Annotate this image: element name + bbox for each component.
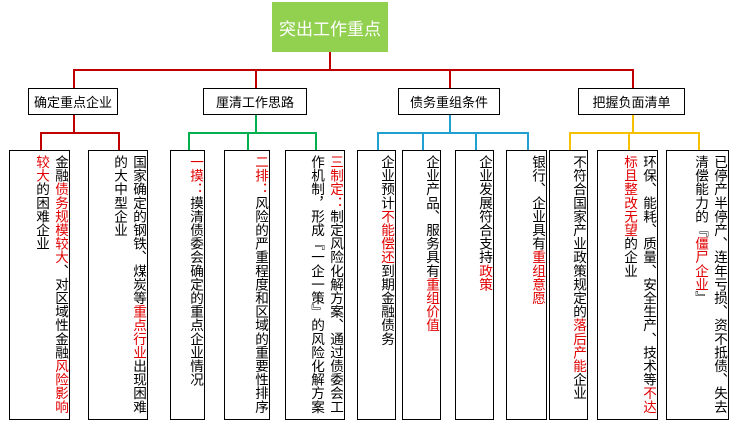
root-connector-bar	[73, 69, 634, 71]
group-connector	[255, 115, 257, 133]
leaf-text: 已停产半停产、连年亏损、资不抵债、失去清偿能力的『僵尸企业』	[667, 155, 728, 419]
leaf-text: 企业预计不能偿还到期金融债务	[358, 155, 395, 419]
leaf-text-segment: 的企业	[621, 236, 637, 278]
root-connector	[329, 52, 331, 70]
leaf-text: 国家确定的钢铁、煤炭等重点行业出现困难的大中型企业	[89, 155, 147, 419]
leaf-node: 企业发展符合支持政策	[455, 150, 494, 420]
leaf-connector	[188, 132, 190, 150]
leaf-node: 企业产品、服务具有重组价值	[402, 150, 441, 420]
leaf-text-segment: 到期金融债务	[378, 263, 394, 346]
leaf-text-segment: 环保、能耗、质量、安全生产、技术等	[640, 155, 656, 387]
leaf-text-segment: 企业	[570, 372, 586, 400]
leaf-connector	[40, 132, 42, 150]
group-connector-bar	[188, 132, 317, 134]
leaf-node: 环保、能耗、质量、安全生产、技术等不达标且整改无望的企业	[597, 150, 658, 420]
leaf-text-segment: 国家确定的钢铁、煤炭等	[130, 155, 146, 305]
leaf-text-segment: 企业发展符合支持	[476, 155, 492, 264]
leaf-node: 三制定：制定风险化解方案、通过债委会工作机制，形成『一企一策』的风险化解方案	[285, 150, 345, 420]
highlight-text: 落后产能	[570, 318, 586, 373]
category-connector	[255, 69, 257, 88]
leaf-text: 环保、能耗、质量、安全生产、技术等不达标且整改无望的企业	[598, 155, 657, 419]
leaf-text-segment: 』	[692, 291, 708, 305]
leaf-text: 银行、企业具有重组意愿	[507, 155, 546, 419]
leaf-node: 银行、企业具有重组意愿	[506, 150, 547, 420]
category-connector	[449, 69, 451, 88]
highlight-text: 风险影响较大	[33, 155, 68, 414]
highlight-text: 政策	[476, 263, 492, 292]
leaf-text-segment: 、对区域性金融	[52, 263, 68, 360]
leaf-connector	[118, 132, 120, 150]
leaf-connector	[527, 132, 529, 150]
group-connector-bar	[40, 132, 120, 134]
leaf-text: 金融债务规模较大、对区域性金融风险影响较大的困难企业	[10, 155, 69, 419]
leaf-text-segment: 出现困难的大中型企业	[111, 155, 146, 414]
leaf-connector	[475, 132, 477, 150]
highlight-text: 一摸：	[187, 155, 203, 196]
leaf-text-segment: 的困难企业	[33, 182, 49, 251]
leaf-connector	[569, 132, 571, 150]
leaf-text-segment: 金融	[52, 155, 68, 183]
highlight-text: 重组意愿	[529, 250, 545, 305]
leaf-connector	[247, 132, 249, 150]
leaf-node: 一摸：摸清债委会确定的重点企业情况	[170, 150, 205, 420]
highlight-text: 重组价值	[423, 277, 439, 332]
group-connector	[73, 115, 75, 133]
leaf-text-segment: 银行、企业具有	[529, 155, 545, 251]
leaf-connector	[698, 132, 700, 150]
leaf-text: 企业发展符合支持政策	[456, 155, 493, 419]
leaf-node: 不符合国家产业政策规定的落后产能企业	[549, 150, 588, 420]
leaf-text: 二排：风险的严重程度和区域的重要性排序	[225, 155, 269, 419]
category-node: 把握负面清单	[578, 88, 685, 115]
category-node: 厘清工作思路	[203, 88, 307, 115]
leaf-node: 国家确定的钢铁、煤炭等重点行业出现困难的大中型企业	[88, 150, 148, 420]
leaf-node: 金融债务规模较大、对区域性金融风险影响较大的困难企业	[9, 150, 70, 420]
highlight-text: 僵尸企业	[692, 236, 708, 292]
highlight-text: 不能偿还	[378, 209, 394, 264]
highlight-text: 三制定：	[327, 155, 343, 210]
leaf-text: 一摸：摸清债委会确定的重点企业情况	[171, 155, 204, 419]
category-node: 债务重组条件	[398, 88, 500, 115]
leaf-text: 不符合国家产业政策规定的落后产能企业	[550, 155, 587, 419]
leaf-connector	[422, 132, 424, 150]
group-connector-bar	[569, 132, 700, 134]
highlight-text: 重点行业	[130, 304, 146, 360]
leaf-text: 三制定：制定风险化解方案、通过债委会工作机制，形成『一企一策』的风险化解方案	[286, 155, 344, 419]
leaf-text-segment: 制定风险化解方案、通过债委会工作机制，形成『一企一策』的风险化解方案	[308, 155, 343, 414]
category-connector	[73, 69, 75, 88]
leaf-connector	[315, 132, 317, 150]
highlight-text: 债务规模较大	[52, 182, 68, 264]
group-connector	[449, 115, 451, 133]
highlight-text: 不达标且整改无望	[621, 155, 656, 414]
root-node-title: 突出工作重点	[272, 2, 388, 52]
leaf-text: 企业产品、服务具有重组价值	[403, 155, 440, 419]
leaf-node: 企业预计不能偿还到期金融债务	[357, 150, 396, 420]
leaf-text-segment: 不符合国家产业政策规定的	[570, 155, 586, 319]
leaf-node: 已停产半停产、连年亏损、资不抵债、失去清偿能力的『僵尸企业』	[666, 150, 729, 420]
group-connector	[632, 115, 634, 133]
leaf-text-segment: 企业预计	[378, 155, 394, 210]
leaf-connector	[628, 132, 630, 150]
leaf-text-segment: 摸清债委会确定的重点企业情况	[187, 195, 203, 387]
category-connector	[632, 69, 634, 88]
highlight-text: 二排：	[252, 155, 268, 196]
leaf-connector	[377, 132, 379, 150]
leaf-text-segment: 已停产半停产、连年亏损、资不抵债、失去清偿能力的『	[692, 155, 727, 414]
leaf-text-segment: 风险的严重程度和区域的重要性排序	[252, 195, 268, 414]
group-connector-bar	[377, 132, 529, 134]
leaf-text-segment: 企业产品、服务具有	[423, 155, 439, 278]
category-node: 确定重点企业	[28, 88, 118, 115]
leaf-node: 二排：风险的严重程度和区域的重要性排序	[224, 150, 270, 420]
